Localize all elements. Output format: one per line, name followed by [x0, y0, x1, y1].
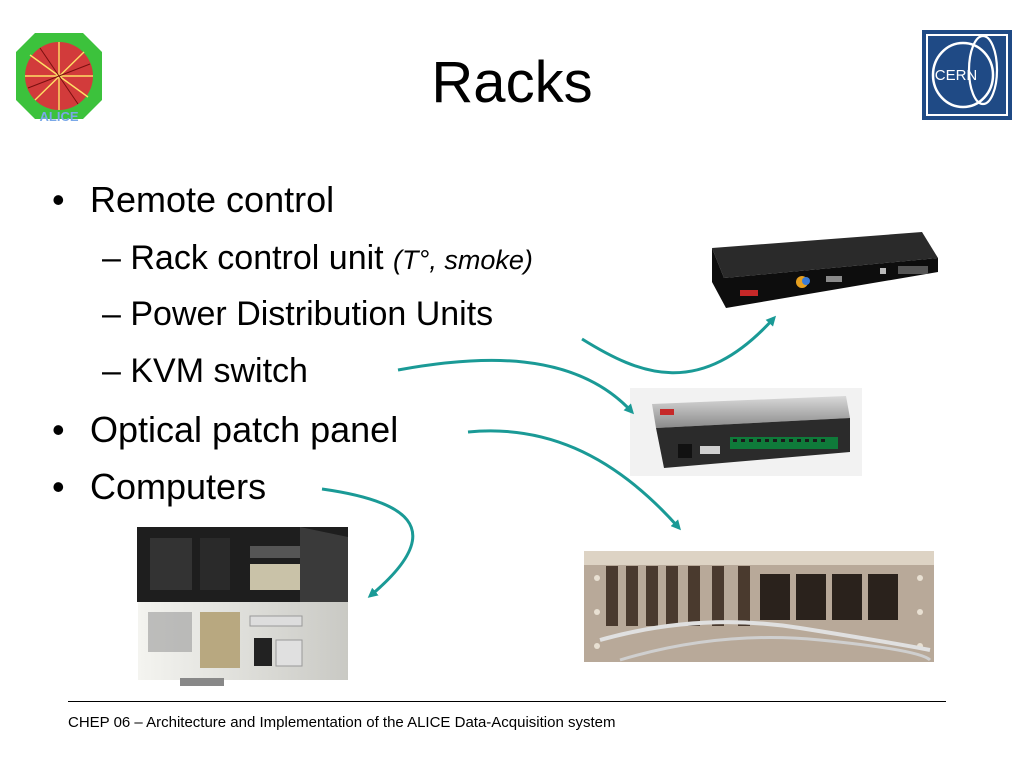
- bullet-text: Optical patch panel: [90, 409, 399, 450]
- arrow-kvm-to-switch-image: [397, 358, 635, 415]
- bullet-marker: •: [52, 409, 65, 450]
- footer-text: CHEP 06 – Architecture and Implementatio…: [68, 714, 616, 731]
- arrow-computers-to-image: [321, 487, 415, 598]
- footer-divider: [68, 701, 946, 702]
- cern-logo: CERN: [922, 30, 1012, 120]
- computers-image: [137, 527, 348, 686]
- bullet-marker: •: [52, 179, 65, 220]
- bullet-optical-patch-panel: • Optical patch panel: [52, 408, 399, 452]
- dash-marker: –: [102, 352, 121, 390]
- alice-logo: ALICE: [16, 33, 102, 124]
- rack-control-unit-image: [712, 232, 938, 308]
- subbullet-text: KVM switch: [130, 352, 308, 390]
- connector-arrows: [321, 315, 777, 598]
- dash-marker: –: [102, 239, 121, 277]
- bullet-computers: • Computers: [52, 465, 267, 509]
- optical-patch-panel-image: [584, 551, 934, 662]
- dash-marker: –: [102, 295, 121, 333]
- arrow-to-rack-control-unit: [581, 315, 777, 375]
- svg-text:ALICE: ALICE: [40, 109, 79, 124]
- bullet-text: Computers: [90, 466, 267, 507]
- subbullet-kvm-switch: – KVM switch: [102, 350, 308, 392]
- subbullet-power-distribution-units: – Power Distribution Units: [102, 293, 493, 335]
- svg-text:CERN: CERN: [935, 67, 978, 84]
- bullet-remote-control: • Remote control: [52, 178, 335, 222]
- bullet-text: Remote control: [90, 179, 335, 220]
- subbullet-rack-control-unit: – Rack control unit (T°, smoke): [102, 237, 533, 281]
- slide-title: Racks: [431, 50, 593, 115]
- subbullet-text: Power Distribution Units: [130, 295, 494, 333]
- bullet-marker: •: [52, 466, 65, 507]
- subbullet-italic-note: (T°, smoke): [393, 245, 533, 275]
- subbullet-text: Rack control unit: [130, 239, 394, 277]
- kvm-switch-image: [630, 388, 862, 476]
- arrow-patch-panel-to-image: [467, 429, 681, 531]
